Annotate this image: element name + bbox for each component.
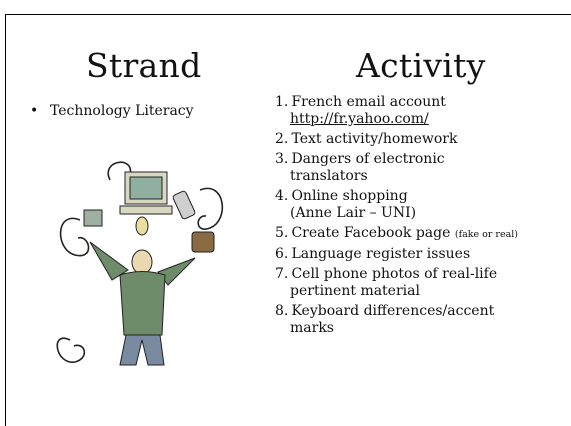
- computer-icon: [119, 171, 173, 215]
- activity-item-4: 4. Online shopping (Anne Lair – UNI): [275, 188, 417, 221]
- person-figure: [89, 241, 196, 366]
- activity-item-6: 6. Language register issues: [275, 246, 471, 262]
- yahoo-link[interactable]: http://fr.yahoo.com/: [290, 111, 429, 127]
- slide-frame-left: [5, 14, 6, 426]
- strand-heading: Strand: [86, 46, 202, 85]
- activity-heading: Activity: [356, 46, 486, 85]
- camera-icon: [191, 231, 215, 253]
- activity-item-8: 8. Keyboard differences/accent marks: [275, 303, 495, 336]
- juggling-person-illustration: [56, 161, 224, 366]
- strand-item: • Technology Literacy: [30, 103, 194, 120]
- activity-item-2: 2. Text activity/homework: [275, 131, 458, 147]
- activity-item-1: 1. French email account http://fr.yahoo.…: [275, 94, 446, 127]
- strand-item-label: Technology Literacy: [50, 103, 194, 119]
- activity-item-5: 5. Create Facebook page (fake or real): [275, 225, 518, 241]
- activity-list: 1. French email account http://fr.yahoo.…: [275, 94, 567, 340]
- activity-item-7: 7. Cell phone photos of real-life pertin…: [275, 266, 498, 299]
- activity-item-3: 3. Dangers of electronic translators: [275, 151, 445, 184]
- phone-icon: [172, 190, 196, 220]
- slide-frame-top: [5, 14, 571, 15]
- bullet-icon: •: [30, 103, 39, 119]
- mouse-icon: [135, 216, 149, 236]
- disk-icon: [83, 209, 103, 227]
